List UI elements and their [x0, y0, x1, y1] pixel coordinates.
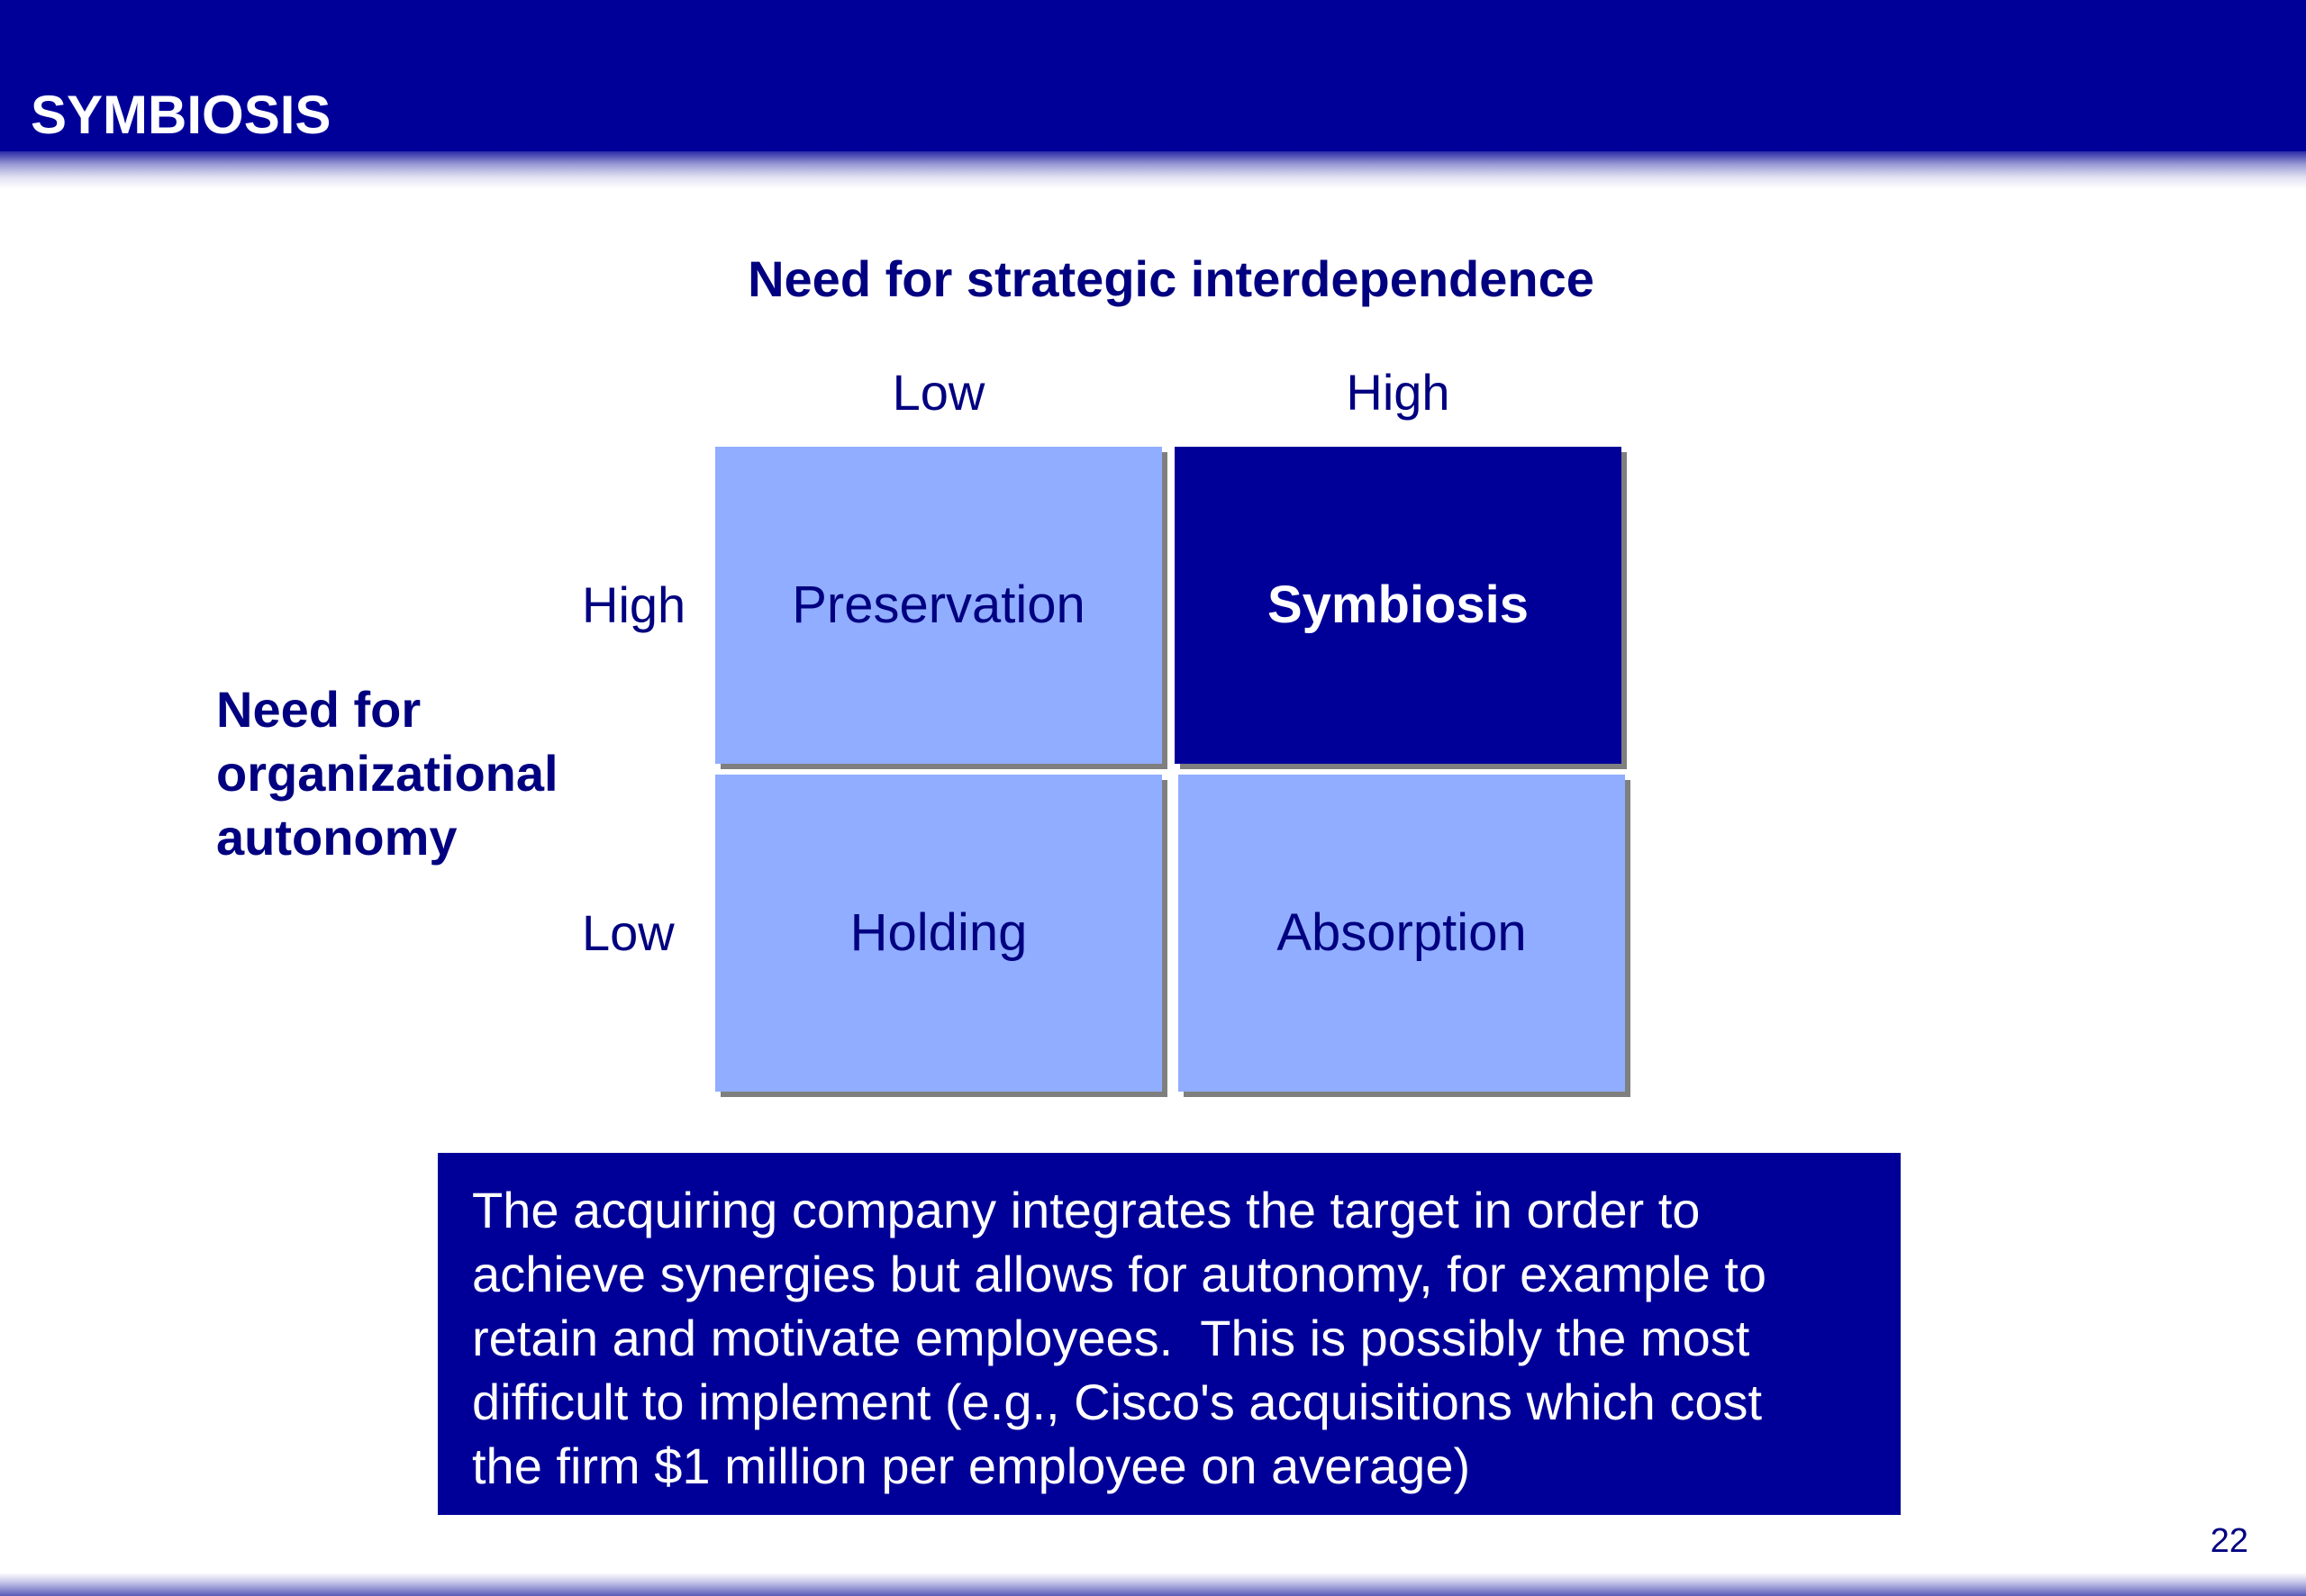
x-axis-title: Need for strategic interdependence	[748, 250, 1594, 307]
description-line: difficult to implement (e.g., Cisco's ac…	[472, 1374, 1763, 1430]
matrix-cell-symbiosis: Symbiosis	[1175, 447, 1621, 764]
column-label-high: High	[1346, 364, 1450, 421]
y-axis-title-line: Need for	[216, 681, 422, 738]
matrix-cell-preservation: Preservation	[715, 447, 1162, 764]
matrix-cell-absorption: Absorption	[1178, 775, 1625, 1092]
description-line: the firm $1 million per employee on aver…	[472, 1437, 1471, 1494]
description-line: retain and motivate employees. This is p…	[472, 1310, 1750, 1366]
matrix-cell-holding: Holding	[715, 775, 1162, 1092]
header-bar	[0, 0, 2306, 155]
cell-label: Preservation	[792, 576, 1085, 634]
footer-gradient	[0, 1573, 2306, 1596]
cell-label: Absorption	[1276, 903, 1527, 962]
slide-title: SYMBIOSIS	[31, 85, 331, 145]
cell-label: Holding	[849, 903, 1028, 962]
header-gradient	[0, 151, 2306, 189]
description-box: The acquiring company integrates the tar…	[438, 1153, 1901, 1515]
cell-label: Symbiosis	[1266, 576, 1530, 634]
y-axis-title-line: organizational	[216, 745, 558, 802]
y-axis-title-line: autonomy	[216, 809, 458, 866]
row-label-high: High	[582, 576, 686, 633]
description-line: The acquiring company integrates the tar…	[472, 1182, 1701, 1238]
row-label-low: Low	[582, 904, 675, 961]
description-line: achieve synergies but allows for autonom…	[472, 1246, 1767, 1302]
page-number: 22	[2210, 1522, 2248, 1560]
y-axis-title: Need for organizational autonomy	[216, 677, 558, 869]
column-label-low: Low	[892, 364, 985, 421]
